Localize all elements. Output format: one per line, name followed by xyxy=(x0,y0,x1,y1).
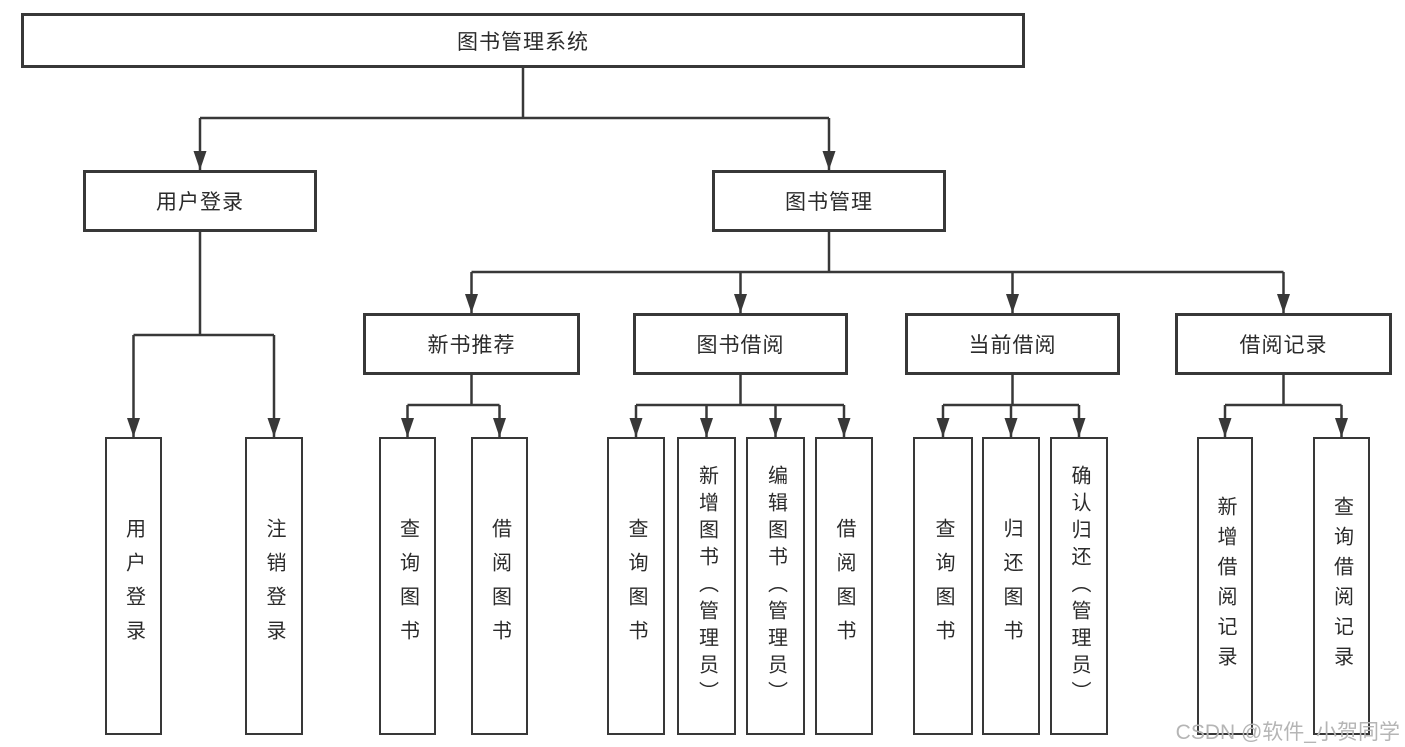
leaf-confirm-return-admin: 确认归还（管理员） xyxy=(1050,437,1108,735)
leaf-return-books: 归还图书 xyxy=(982,437,1040,735)
node-label: 借阅记录 xyxy=(1239,334,1328,357)
node-label: 当前借阅 xyxy=(968,334,1057,357)
leaf-add-borrow-record: 新增借阅记录 xyxy=(1197,437,1253,735)
leaf-label: 借阅图书 xyxy=(833,518,855,654)
leaf-add-books-admin: 新增图书（管理员） xyxy=(677,437,736,735)
node-label: 图书借阅 xyxy=(696,334,785,357)
csdn-watermark: CSDN @软件_小贺同学 xyxy=(1175,721,1400,744)
leaf-user-login: 用户登录 xyxy=(105,437,162,735)
node-user-login: 用户登录 xyxy=(83,170,317,232)
node-current-borrowing: 当前借阅 xyxy=(905,313,1120,375)
node-book-management: 图书管理 xyxy=(712,170,946,232)
node-borrowing-records: 借阅记录 xyxy=(1175,313,1392,375)
node-label: 新书推荐 xyxy=(427,334,516,357)
leaf-query-books-current: 查询图书 xyxy=(913,437,973,735)
leaf-query-books-borrow: 查询图书 xyxy=(607,437,665,735)
node-label: 用户登录 xyxy=(156,191,244,214)
leaf-query-borrow-record: 查询借阅记录 xyxy=(1313,437,1370,735)
leaf-borrow-books-recommend: 借阅图书 xyxy=(471,437,528,735)
leaf-label: 查询图书 xyxy=(396,518,419,654)
node-label: 图书管理系统 xyxy=(457,30,589,54)
leaf-label: 归还图书 xyxy=(1000,518,1022,654)
node-root-system: 图书管理系统 xyxy=(21,13,1025,68)
leaf-label: 查询图书 xyxy=(625,518,647,654)
leaf-label: 新增借阅记录 xyxy=(1214,496,1236,676)
leaf-query-books-recommend: 查询图书 xyxy=(379,437,436,735)
leaf-logout: 注销登录 xyxy=(245,437,303,735)
leaf-label: 用户登录 xyxy=(122,518,145,654)
leaf-label: 查询借阅记录 xyxy=(1330,496,1353,676)
leaf-label: 注销登录 xyxy=(263,518,285,654)
leaf-label: 新增图书（管理员） xyxy=(695,464,718,708)
node-label: 图书管理 xyxy=(785,191,873,214)
leaf-edit-books-admin: 编辑图书（管理员） xyxy=(746,437,805,735)
node-book-borrowing: 图书借阅 xyxy=(633,313,848,375)
leaf-borrow-books: 借阅图书 xyxy=(815,437,873,735)
leaf-label: 查询图书 xyxy=(932,518,954,654)
leaf-label: 确认归还（管理员） xyxy=(1068,464,1090,708)
leaf-label: 借阅图书 xyxy=(488,518,511,654)
node-new-book-recommend: 新书推荐 xyxy=(363,313,580,375)
leaf-label: 编辑图书（管理员） xyxy=(764,464,787,708)
